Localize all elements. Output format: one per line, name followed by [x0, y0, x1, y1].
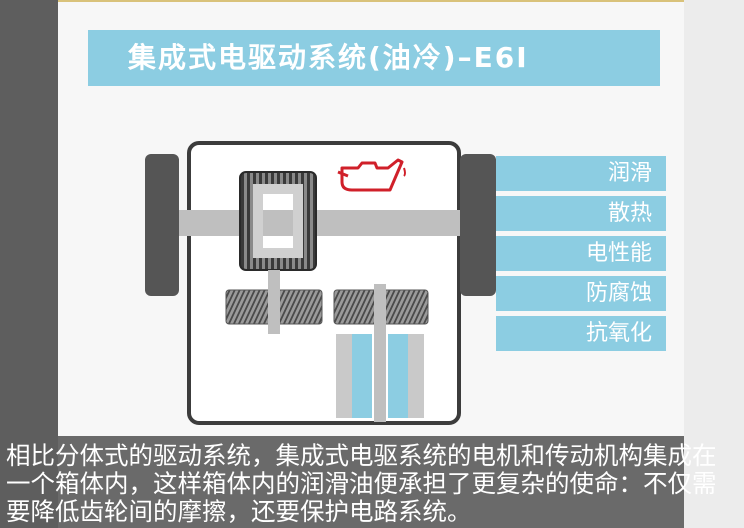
right-gear-shaft [374, 284, 386, 422]
function-item: 电性能 [496, 236, 666, 271]
right-wheel [460, 154, 496, 296]
slide: 集成式电驱动系统(油冷)–E6I [58, 0, 684, 436]
function-list: 润滑 散热 电性能 防腐蚀 抗氧化 [496, 156, 666, 356]
background-right [684, 0, 744, 528]
left-gear-shaft [268, 270, 280, 334]
drivetrain-diagram [145, 141, 496, 425]
title-band: 集成式电驱动系统(油冷)–E6I [88, 30, 660, 86]
motor [336, 334, 424, 418]
slide-title: 集成式电驱动系统(油冷)–E6I [128, 41, 529, 74]
caption-text: 相比分体式的驱动系统，集成式电驱系统的电机和传动机构集成在一个箱体内，这样箱体内… [6, 441, 717, 526]
function-item: 润滑 [496, 156, 666, 191]
differential [239, 171, 317, 271]
background-left [0, 0, 58, 528]
function-item: 散热 [496, 196, 666, 231]
function-item: 防腐蚀 [496, 276, 666, 311]
oil-can-icon [337, 158, 406, 192]
left-wheel [145, 154, 179, 296]
axle [179, 210, 460, 236]
function-item: 抗氧化 [496, 316, 666, 351]
